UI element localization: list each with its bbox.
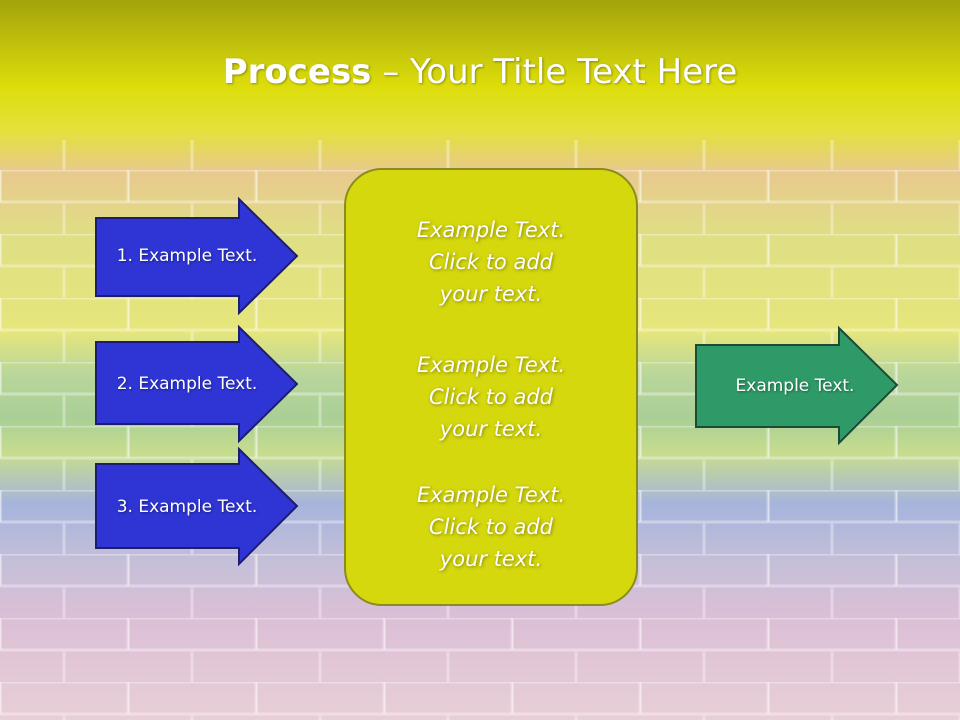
slide-title: Process – Your Title Text Here [0,52,960,92]
block-line: Example Text. [416,353,566,377]
center-text-block-1[interactable]: Example Text. Click to add your text. [346,214,636,310]
block-line: Example Text. [416,218,566,242]
arrow-step-1[interactable]: 1. Example Text. [95,196,299,316]
block-line: your text. [439,282,543,306]
center-text-block-3[interactable]: Example Text. Click to add your text. [346,479,636,575]
title-bold: Process [222,52,372,92]
arrow-step-3-label: 3. Example Text. [116,497,258,517]
arrow-step-1-label: 1. Example Text. [116,246,258,266]
block-line: Click to add [428,515,553,539]
title-rest: – Your Title Text Here [371,52,738,92]
arrow-right-icon [95,196,299,316]
arrow-result[interactable]: Example Text. [695,325,899,446]
arrow-step-3[interactable]: 3. Example Text. [95,446,299,567]
arrow-step-2-label: 2. Example Text. [116,374,258,394]
block-line: Example Text. [416,483,566,507]
arrow-right-icon [95,324,299,444]
block-line: your text. [439,417,543,441]
arrow-step-2[interactable]: 2. Example Text. [95,324,299,444]
arrow-right-icon [695,325,899,446]
arrow-right-icon [95,446,299,567]
center-text-box[interactable]: Example Text. Click to add your text. Ex… [344,168,638,606]
block-line: Click to add [428,385,553,409]
block-line: your text. [439,547,543,571]
block-line: Click to add [428,250,553,274]
arrow-result-label: Example Text. [735,376,855,396]
center-text-block-2[interactable]: Example Text. Click to add your text. [346,349,636,445]
